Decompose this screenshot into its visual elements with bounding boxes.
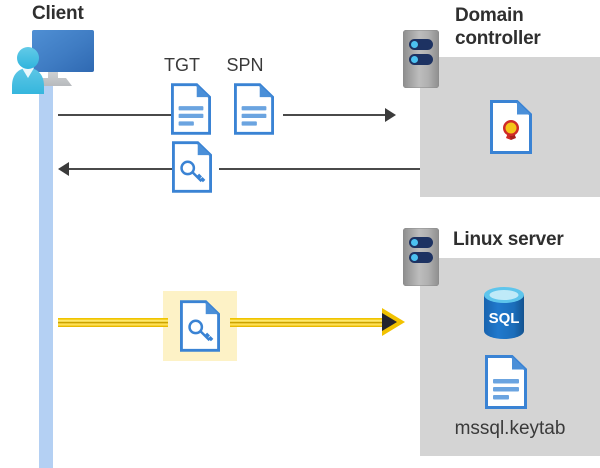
client-label: Client xyxy=(32,3,84,24)
user-computer-icon xyxy=(6,26,98,94)
keytab-filename-label: mssql.keytab xyxy=(454,418,566,439)
sql-database-text: SQL xyxy=(489,310,520,327)
client-lifeline xyxy=(39,86,53,468)
server-led-bar xyxy=(409,54,433,65)
domain-controller-label-line1: Domain xyxy=(455,5,524,26)
message-request-line-left xyxy=(58,114,172,116)
domain-controller-label-line2: controller xyxy=(455,28,541,49)
artifact-label-spn: SPN xyxy=(226,55,264,75)
message-response-line-right xyxy=(219,168,420,170)
document-key-icon-response xyxy=(172,141,212,198)
domain-controller-server-icon xyxy=(403,30,439,88)
server-led-bar xyxy=(409,39,433,50)
linux-server-server-icon xyxy=(403,228,439,286)
service-ticket-line-left xyxy=(58,318,168,327)
sql-database-icon: SQL xyxy=(478,285,530,350)
server-led-bar xyxy=(409,237,433,248)
message-response-line-left xyxy=(69,168,172,170)
message-response-arrowhead xyxy=(58,162,69,176)
server-led-bar xyxy=(409,252,433,263)
service-ticket-arrowhead xyxy=(382,308,405,336)
document-icon-spn xyxy=(234,83,274,140)
document-key-icon-service-ticket xyxy=(180,300,220,357)
message-request-line-right xyxy=(283,114,385,116)
certificate-icon xyxy=(490,100,532,159)
keytab-file-icon xyxy=(485,355,527,409)
artifact-label-tgt: TGT xyxy=(164,55,200,75)
service-ticket-line-right xyxy=(230,318,382,327)
message-request-arrowhead xyxy=(385,108,396,122)
linux-server-label: Linux server xyxy=(453,229,564,250)
document-icon-tgt xyxy=(171,83,211,140)
